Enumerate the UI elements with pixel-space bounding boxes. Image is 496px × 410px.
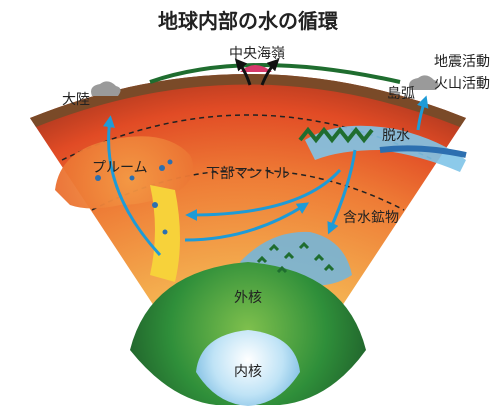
- boundary-lower: [91, 169, 405, 211]
- slab-edge: [379, 145, 467, 158]
- ridge-arrow-left: [234, 58, 252, 86]
- label-activity-line2: 火山活動: [434, 76, 490, 92]
- hydrous-mineral-marks: [256, 241, 335, 274]
- boundary-upper: [61, 114, 435, 161]
- circulation-arrow-return: [185, 169, 342, 221]
- label-activity-line1: 地震活動: [434, 54, 490, 70]
- label-dehydration: 脱水: [382, 128, 410, 144]
- circulation-arrow-left: [103, 115, 162, 257]
- island-arc-cloud-icon: [409, 75, 439, 90]
- label-plume: プルーム: [92, 160, 148, 176]
- label-mid-ocean-ridge: 中央海嶺: [229, 46, 285, 62]
- diagram-title: 地球内部の水の循環: [158, 9, 339, 33]
- circulation-arrow-bottom: [184, 202, 310, 242]
- label-inner-core: 内核: [234, 364, 262, 380]
- label-lower-mantle: 下部マントル: [206, 166, 290, 182]
- label-continent: 大陸: [62, 92, 90, 108]
- inner-core: [196, 330, 300, 406]
- label-hydrous-minerals: 含水鉱物: [343, 209, 399, 226]
- label-outer-core: 外核: [234, 290, 262, 306]
- descending-arrow: [327, 149, 357, 235]
- ridge-arrow-right: [260, 58, 280, 86]
- water-path-wavy: [298, 126, 374, 144]
- crust-band: [30, 74, 466, 127]
- island-arc-arrow: [416, 95, 429, 131]
- water-droplets: [95, 159, 173, 235]
- label-island-arc: 島弧: [387, 86, 415, 102]
- ridge-bump: [240, 65, 272, 72]
- continent-volcano-cloud-icon: [91, 81, 121, 96]
- ocean-surface: [149, 63, 401, 84]
